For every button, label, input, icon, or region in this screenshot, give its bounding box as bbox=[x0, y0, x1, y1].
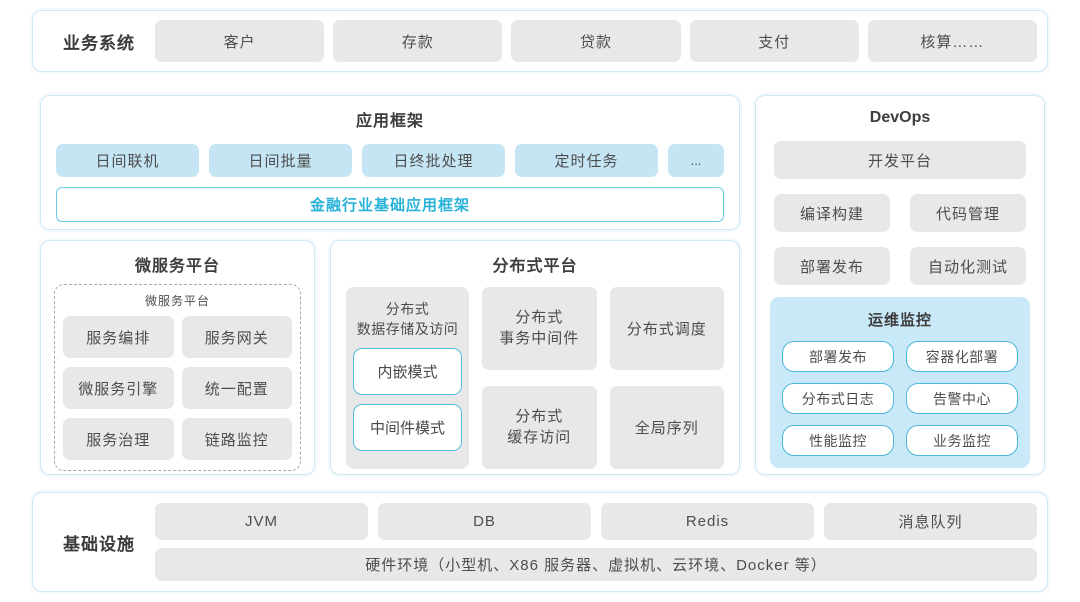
infrastructure-content: JVM DB Redis 消息队列 硬件环境（小型机、X86 服务器、虚拟机、云… bbox=[155, 503, 1037, 581]
ops-perf-monitor-box: 性能监控 bbox=[782, 425, 894, 456]
infrastructure-section: 基础设施 JVM DB Redis 消息队列 硬件环境（小型机、X86 服务器、… bbox=[32, 492, 1048, 592]
business-items-row: 客户 存款 贷款 支付 核算…… bbox=[155, 20, 1038, 62]
distributed-columns: 分布式 数据存储及访问 内嵌模式 中间件模式 分布式 事务中间件 分布式 缓存访… bbox=[346, 287, 724, 469]
business-item-customer: 客户 bbox=[155, 20, 325, 62]
app-framework-modules-row: 日间联机 日间批量 日终批处理 定时任务 ... bbox=[56, 144, 724, 177]
microservice-engine-box: 微服务引擎 bbox=[63, 367, 174, 409]
db-box: DB bbox=[378, 503, 591, 540]
devops-tools-grid: 编译构建 代码管理 部署发布 自动化测试 bbox=[774, 194, 1026, 285]
trace-monitoring-box: 链路监控 bbox=[181, 418, 292, 460]
ops-biz-monitor-box: 业务监控 bbox=[906, 425, 1018, 456]
ops-monitoring-grid: 部署发布 容器化部署 分布式日志 告警中心 性能监控 业务监控 bbox=[782, 341, 1018, 456]
transaction-middleware-box: 分布式 事务中间件 bbox=[482, 287, 597, 370]
message-queue-box: 消息队列 bbox=[824, 503, 1037, 540]
microservice-grid: 服务编排 服务网关 微服务引擎 统一配置 服务治理 链路监控 bbox=[63, 316, 292, 460]
microservice-inner-title: 微服务平台 bbox=[144, 294, 210, 308]
base-framework-box: 金融行业基础应用框架 bbox=[56, 187, 724, 222]
scheduling-box: 分布式调度 bbox=[609, 287, 724, 370]
microservice-dashed-box: 微服务平台 服务编排 服务网关 微服务引擎 统一配置 服务治理 链路监控 bbox=[54, 284, 301, 471]
data-storage-title: 分布式 数据存储及访问 bbox=[356, 301, 459, 337]
devops-title: DevOps bbox=[869, 109, 931, 126]
ops-alert-center-box: 告警中心 bbox=[906, 383, 1018, 414]
business-item-deposits: 存款 bbox=[333, 20, 503, 62]
business-item-loans: 贷款 bbox=[511, 20, 681, 62]
app-framework-title: 应用框架 bbox=[355, 113, 424, 130]
ops-monitoring-title: 运维监控 bbox=[867, 312, 932, 329]
ops-container-deploy-box: 容器化部署 bbox=[906, 341, 1018, 372]
infrastructure-items-row: JVM DB Redis 消息队列 bbox=[155, 503, 1037, 540]
service-orchestration-box: 服务编排 bbox=[63, 316, 174, 358]
embedded-mode-box: 内嵌模式 bbox=[353, 348, 463, 396]
cache-access-box: 分布式 缓存访问 bbox=[482, 386, 597, 469]
devops-section: DevOps 开发平台 编译构建 代码管理 部署发布 自动化测试 运维监控 部署… bbox=[755, 95, 1045, 475]
business-item-accounting: 核算…… bbox=[867, 20, 1038, 62]
service-governance-box: 服务治理 bbox=[63, 418, 174, 460]
microservice-title: 微服务平台 bbox=[134, 258, 220, 275]
business-item-payment: 支付 bbox=[689, 20, 859, 62]
module-daytime-online: 日间联机 bbox=[56, 144, 199, 177]
dev-platform-box: 开发平台 bbox=[774, 141, 1026, 179]
distributed-section: 分布式平台 分布式 数据存储及访问 内嵌模式 中间件模式 分布式 事务中间件 分… bbox=[330, 240, 740, 475]
ops-distributed-log-box: 分布式日志 bbox=[782, 383, 894, 414]
auto-test-box: 自动化测试 bbox=[910, 247, 1026, 285]
app-framework-section: 应用框架 日间联机 日间批量 日终批处理 定时任务 ... 金融行业基础应用框架 bbox=[40, 95, 740, 230]
redis-box: Redis bbox=[601, 503, 814, 540]
module-scheduled-tasks: 定时任务 bbox=[515, 144, 658, 177]
code-mgmt-box: 代码管理 bbox=[910, 194, 1026, 232]
data-storage-box: 分布式 数据存储及访问 内嵌模式 中间件模式 bbox=[346, 287, 470, 469]
module-eod-batch: 日终批处理 bbox=[362, 144, 505, 177]
infrastructure-label: 基础设施 bbox=[63, 534, 135, 554]
business-layer-label: 业务系统 bbox=[63, 33, 135, 53]
global-sequence-box: 全局序列 bbox=[609, 386, 724, 469]
service-gateway-box: 服务网关 bbox=[181, 316, 292, 358]
hardware-environment-box: 硬件环境（小型机、X86 服务器、虚拟机、云环境、Docker 等） bbox=[155, 548, 1037, 581]
distributed-right-column: 分布式调度 全局序列 bbox=[609, 287, 724, 469]
microservice-section: 微服务平台 微服务平台 服务编排 服务网关 微服务引擎 统一配置 服务治理 链路… bbox=[40, 240, 315, 475]
ops-monitoring-panel: 运维监控 部署发布 容器化部署 分布式日志 告警中心 性能监控 业务监控 bbox=[770, 297, 1030, 468]
distributed-title: 分布式平台 bbox=[492, 258, 578, 275]
build-box: 编译构建 bbox=[774, 194, 890, 232]
module-more-ellipsis: ... bbox=[668, 144, 724, 177]
distributed-middle-column: 分布式 事务中间件 分布式 缓存访问 bbox=[482, 287, 597, 469]
module-daytime-batch: 日间批量 bbox=[209, 144, 352, 177]
deploy-release-box: 部署发布 bbox=[774, 247, 890, 285]
jvm-box: JVM bbox=[155, 503, 368, 540]
unified-config-box: 统一配置 bbox=[181, 367, 292, 409]
business-layer-section: 业务系统 客户 存款 贷款 支付 核算…… bbox=[32, 10, 1048, 72]
ops-deploy-release-box: 部署发布 bbox=[782, 341, 894, 372]
middleware-mode-box: 中间件模式 bbox=[353, 404, 463, 452]
